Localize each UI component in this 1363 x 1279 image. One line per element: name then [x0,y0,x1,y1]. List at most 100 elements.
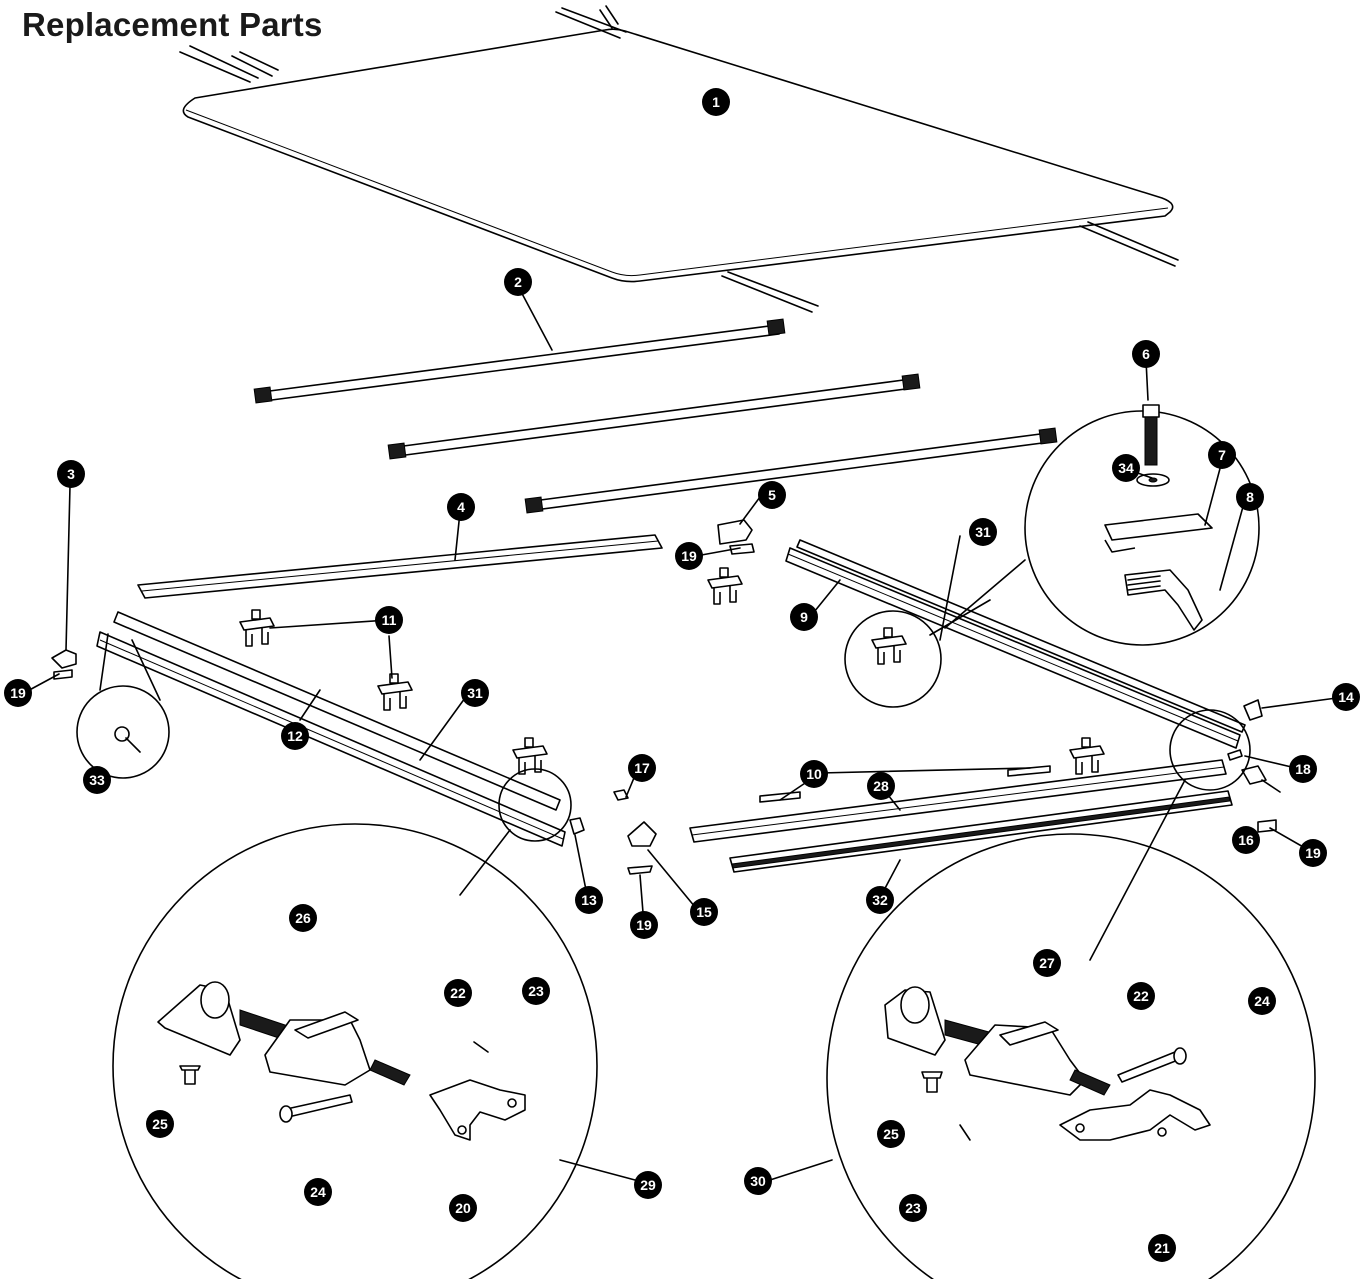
callout-31-left: 31 [461,679,489,707]
leader-lines [21,285,1345,926]
callout-29: 29 [634,1171,662,1199]
callout-33: 33 [83,766,111,794]
callout-2: 2 [504,268,532,296]
svg-text:8: 8 [1246,489,1254,505]
callout-9: 9 [790,603,818,631]
callout-24-left: 24 [304,1178,332,1206]
svg-text:22: 22 [1133,988,1149,1004]
callout-21: 21 [1148,1234,1176,1262]
callout-23-left: 23 [522,977,550,1005]
clamp-brackets [239,567,1105,775]
front-header-rail [137,534,663,599]
right-side-rail [785,539,1246,749]
detail-circle-right-latch [769,833,1316,1279]
callout-14: 14 [1332,683,1360,711]
callout-32: 32 [866,886,894,914]
svg-text:20: 20 [455,1200,471,1216]
svg-text:31: 31 [467,685,483,701]
svg-text:30: 30 [750,1173,766,1189]
svg-text:25: 25 [152,1116,168,1132]
detail-circle-left-latch [112,823,636,1279]
callout-28: 28 [867,772,895,800]
detail-circle-screw [76,633,170,779]
svg-text:23: 23 [528,983,544,999]
callout-5: 5 [758,481,786,509]
crossbow-bars [253,318,1058,514]
svg-text:5: 5 [768,487,776,503]
svg-text:14: 14 [1338,689,1354,705]
left-side-rail [96,611,566,847]
callout-31-right: 31 [969,518,997,546]
callout-4: 4 [447,493,475,521]
svg-text:25: 25 [883,1126,899,1142]
callout-34: 34 [1112,454,1140,482]
svg-text:7: 7 [1218,447,1226,463]
callout-22-right: 22 [1127,982,1155,1010]
svg-text:12: 12 [287,728,303,744]
svg-text:24: 24 [310,1184,326,1200]
svg-text:11: 11 [382,612,397,628]
svg-text:16: 16 [1238,832,1254,848]
callout-6: 6 [1132,340,1160,368]
svg-text:1: 1 [712,94,720,110]
svg-text:19: 19 [636,917,652,933]
svg-text:19: 19 [10,685,26,701]
tonneau-cover-panel [179,5,1179,313]
callout-12: 12 [281,722,309,750]
page-title: Replacement Parts [22,6,323,43]
svg-text:24: 24 [1254,993,1270,1009]
callout-19-top: 19 [675,542,703,570]
svg-text:34: 34 [1118,460,1134,476]
callout-20: 20 [449,1194,477,1222]
svg-text:33: 33 [89,772,105,788]
callout-25-right: 25 [877,1120,905,1148]
svg-text:18: 18 [1295,761,1311,777]
svg-text:15: 15 [696,904,712,920]
svg-text:19: 19 [1305,845,1321,861]
callout-23-right: 23 [899,1194,927,1222]
svg-text:28: 28 [873,778,889,794]
svg-text:22: 22 [450,985,466,1001]
svg-text:6: 6 [1142,346,1150,362]
svg-text:10: 10 [806,766,822,782]
svg-text:3: 3 [67,466,75,482]
rear-rail [689,759,1233,873]
detail-circle-bolt [944,404,1260,646]
svg-text:31: 31 [975,524,991,540]
callout-3: 3 [57,460,85,488]
end-caps-and-pads [51,519,1277,875]
callout-27: 27 [1033,949,1061,977]
callout-1: 1 [702,88,730,116]
svg-text:27: 27 [1039,955,1055,971]
callout-15: 15 [690,898,718,926]
callout-26: 26 [289,904,317,932]
svg-text:29: 29 [640,1177,656,1193]
svg-text:23: 23 [905,1200,921,1216]
svg-text:21: 21 [1154,1240,1170,1256]
svg-text:13: 13 [581,892,597,908]
svg-text:9: 9 [800,609,808,625]
callout-8: 8 [1236,483,1264,511]
svg-text:19: 19 [681,548,697,564]
svg-text:2: 2 [514,274,522,290]
svg-text:32: 32 [872,892,888,908]
callout-10: 10 [800,760,828,788]
svg-text:26: 26 [295,910,311,926]
callout-13: 13 [575,886,603,914]
detail-circle-clamp [844,599,991,708]
callout-24-right: 24 [1248,987,1276,1015]
callout-19-left: 19 [4,679,32,707]
callout-11: 11 [375,606,403,634]
callout-17: 17 [628,754,656,782]
callout-16: 16 [1232,826,1260,854]
callout-22-left: 22 [444,979,472,1007]
svg-text:4: 4 [457,499,465,515]
callout-25-left: 25 [146,1110,174,1138]
detail-circle-right-latch-small [1089,709,1251,961]
svg-text:17: 17 [634,760,650,776]
callout-7: 7 [1208,441,1236,469]
callout-18: 18 [1289,755,1317,783]
callout-19-center: 19 [630,911,658,939]
callout-19-right: 19 [1299,839,1327,867]
